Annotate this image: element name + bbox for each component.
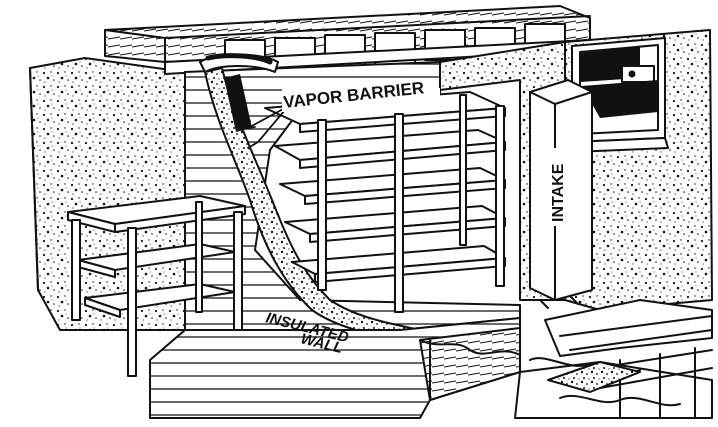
lower-insulated-wall [149, 317, 521, 419]
back-shelving [264, 91, 506, 313]
left-shelving [67, 195, 246, 377]
floor-frame [514, 299, 713, 419]
intake-label: INTAKE [550, 163, 567, 222]
leader-lines [247, 107, 286, 149]
